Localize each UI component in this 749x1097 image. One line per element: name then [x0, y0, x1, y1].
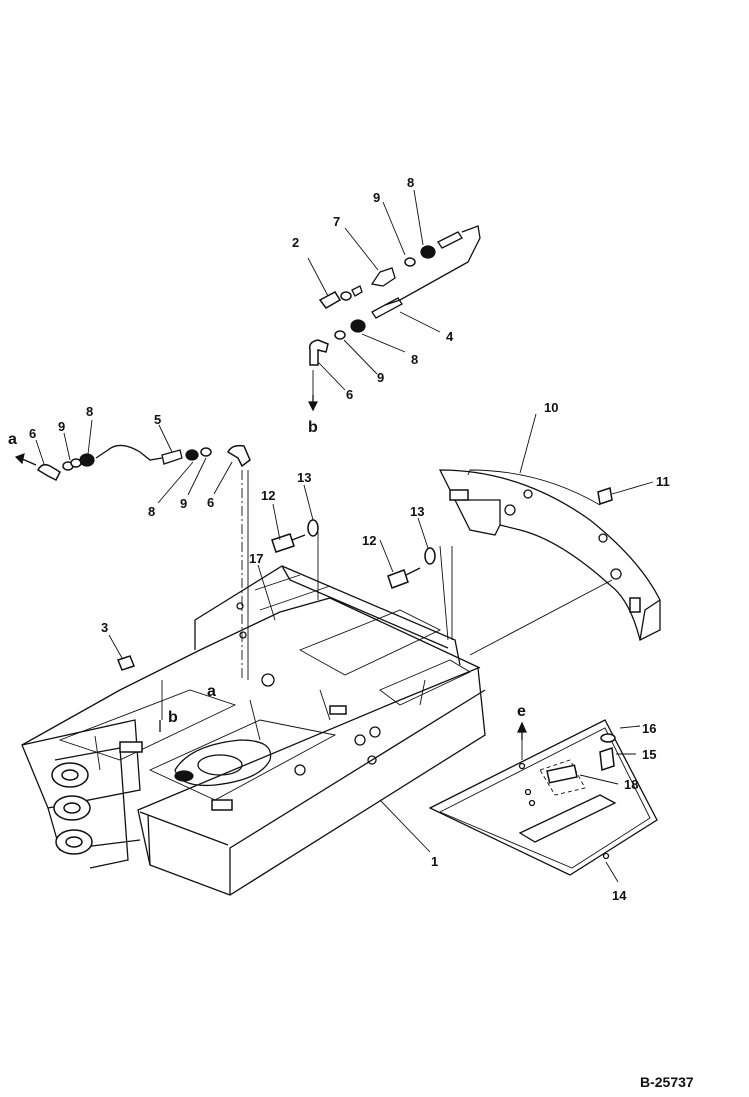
undercover [428, 719, 658, 876]
callout-9-left: 9 [58, 419, 65, 434]
callout-17: 17 [249, 551, 263, 566]
hose-assembly-upper [308, 225, 481, 366]
callout-12: 12 [261, 488, 275, 503]
connector-b-frame: b [168, 709, 178, 726]
callout-2: 2 [292, 235, 299, 250]
callout-9-upper: 9 [377, 370, 384, 385]
callout-18: 18 [624, 777, 638, 792]
callout-12-right: 12 [362, 533, 376, 548]
connector-a-left: a [8, 431, 17, 448]
connector-a-frame: a [207, 683, 216, 700]
leader-lines [14, 189, 654, 883]
connector-letters: a a b b e [8, 419, 526, 726]
callout-11: 11 [656, 474, 670, 489]
revolving-frame [21, 565, 486, 896]
callout-4: 4 [446, 329, 454, 344]
connector-e: e [517, 703, 526, 720]
figure-number: B-25737 [640, 1074, 694, 1090]
callout-9-mid: 9 [180, 496, 187, 511]
callout-13-right: 13 [410, 504, 424, 519]
callout-labels: 1 2 3 4 5 6 6 6 7 8 8 8 8 9 9 9 9 10 11 … [29, 175, 670, 903]
callout-8-top: 8 [407, 175, 414, 190]
counterweight [438, 469, 661, 641]
callout-5: 5 [154, 412, 161, 427]
callout-15: 15 [642, 747, 656, 762]
callout-8-upper: 8 [411, 352, 418, 367]
callout-6-mid: 6 [207, 495, 214, 510]
callout-8-mid: 8 [148, 504, 155, 519]
callout-3: 3 [101, 620, 108, 635]
connector-b-upper: b [308, 419, 318, 436]
callout-6-upper: 6 [346, 387, 353, 402]
callout-16: 16 [642, 721, 656, 736]
callout-13: 13 [297, 470, 311, 485]
callout-10: 10 [544, 400, 558, 415]
callout-14: 14 [612, 888, 627, 903]
mounting-bolts [117, 487, 616, 772]
hose-assembly-left [37, 444, 251, 482]
callout-1: 1 [431, 854, 438, 869]
callout-8-left: 8 [86, 404, 93, 419]
callout-6-left: 6 [29, 426, 36, 441]
callout-7: 7 [333, 214, 340, 229]
callout-9-top: 9 [373, 190, 380, 205]
